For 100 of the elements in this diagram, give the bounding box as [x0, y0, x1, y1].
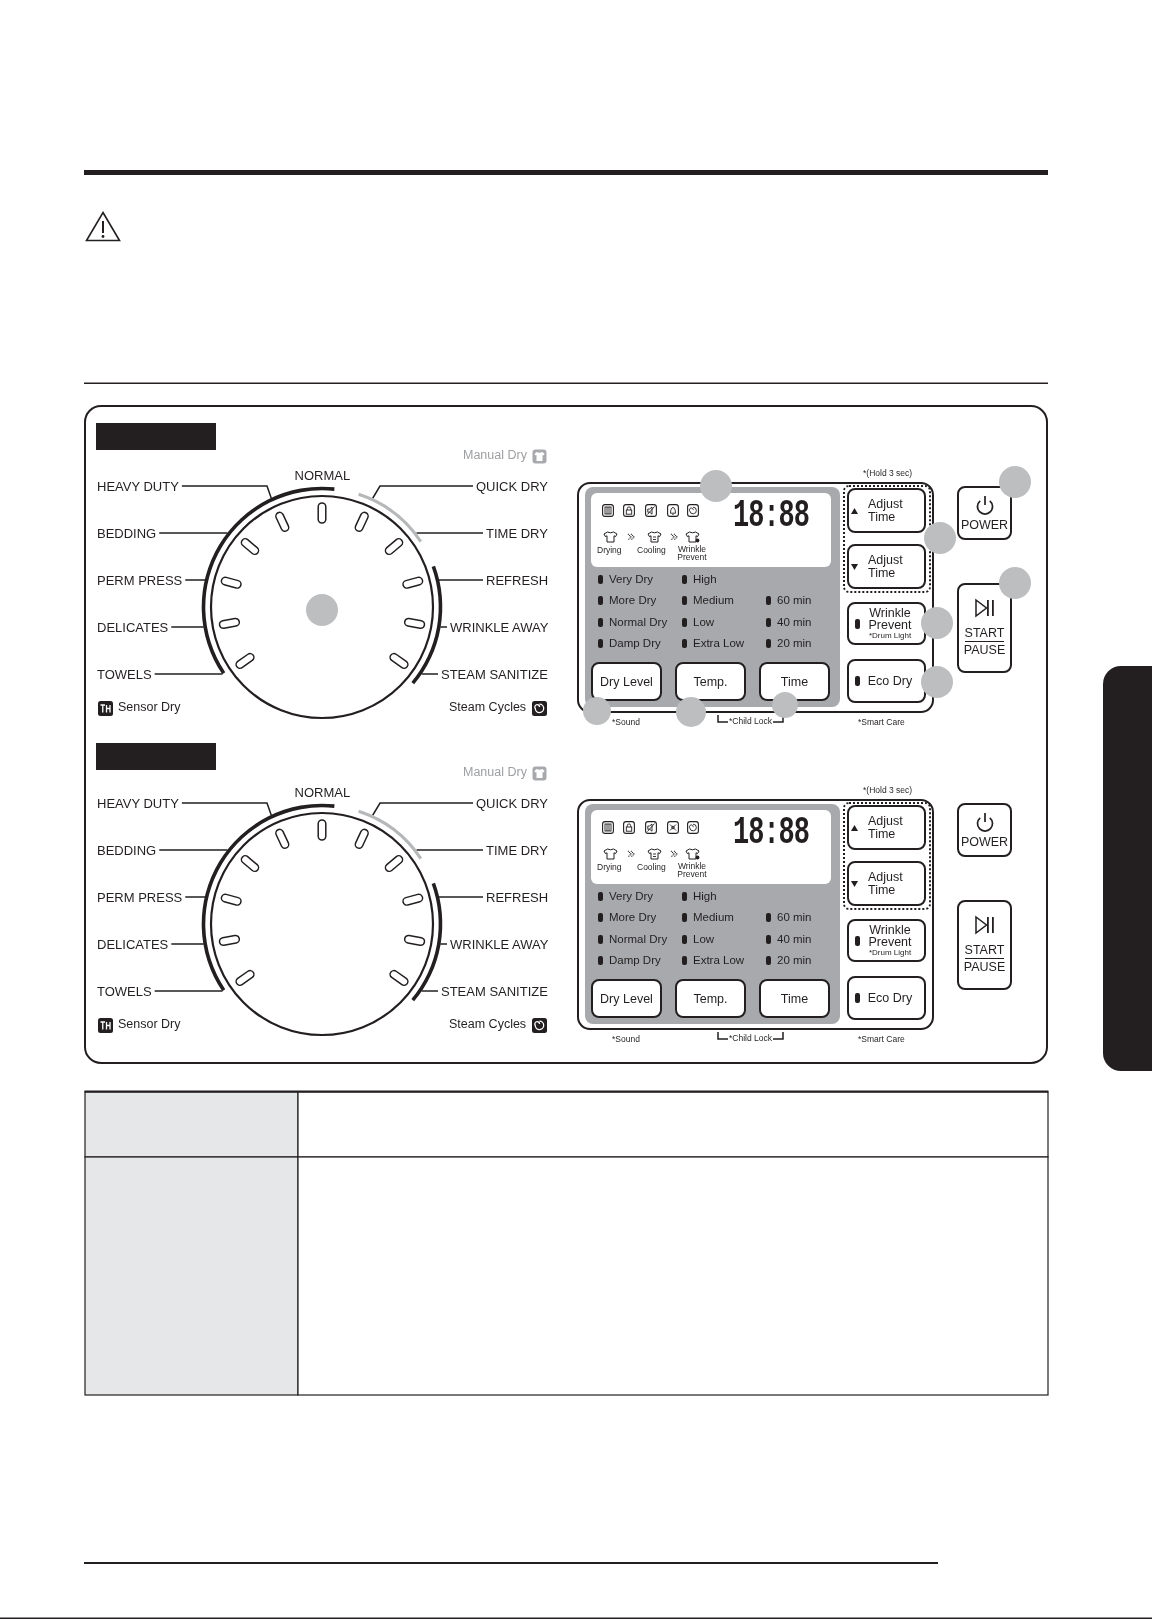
option-label: Medium	[693, 911, 734, 924]
footnote-label: *(Hold 3 sec)	[863, 785, 913, 795]
leader-line	[438, 579, 484, 581]
temperature-button: Temp.	[675, 662, 746, 701]
power-toggle-button: POWER	[957, 486, 1012, 540]
option-label: 40 min	[777, 932, 812, 946]
timer-button: Time	[759, 662, 830, 701]
indicator-panel	[585, 487, 840, 707]
option-button: Wrinkle Prevent *Drum Light	[847, 919, 926, 962]
option-label: Normal Dry	[609, 615, 668, 629]
status-label: Wrinkle Prevent	[676, 544, 708, 562]
program-label: WRINKLE AWAY	[447, 936, 552, 952]
time-up-button: Adjust Time	[847, 488, 926, 533]
timer-button: Time	[759, 979, 830, 1018]
program-label: TIME DRY	[483, 525, 551, 541]
program-label: TIME DRY	[483, 842, 551, 858]
leader-line	[184, 579, 206, 581]
program-label: TOWELS	[94, 983, 155, 999]
leader-line	[439, 626, 448, 628]
program-label: REFRESH	[483, 889, 552, 905]
display-screen	[591, 493, 831, 567]
program-label: NORMAL	[294, 785, 351, 801]
leader-line	[181, 802, 273, 816]
option-label: More Dry	[609, 594, 657, 607]
status-label: Cooling	[637, 546, 666, 555]
leader-line	[153, 673, 224, 675]
option-label: 60 min	[777, 594, 812, 607]
program-label: DELICATES	[94, 619, 172, 635]
option-label: 40 min	[777, 615, 812, 629]
option-label: High	[693, 572, 717, 586]
program-label: REFRESH	[483, 572, 552, 588]
power-toggle-button: POWER	[957, 803, 1012, 857]
mode-label: Manual Dry	[463, 765, 527, 781]
program-label: DELICATES	[94, 936, 172, 952]
program-label: BEDDING	[94, 842, 160, 858]
status-label: Drying	[597, 546, 622, 555]
mode-label: Sensor Dry	[118, 700, 181, 716]
time-down-button: Adjust Time	[847, 544, 926, 589]
indicator-panel	[585, 804, 840, 1024]
option-label: 60 min	[777, 911, 812, 924]
leader-line	[184, 896, 206, 898]
temperature-button: Temp.	[675, 979, 746, 1018]
status-label: Cooling	[637, 863, 666, 872]
leader-line	[420, 673, 439, 675]
footnote-label: *Smart Care	[858, 1034, 905, 1044]
mode-label: Steam Cycles	[449, 1017, 527, 1033]
display-digits: 18:88	[733, 500, 809, 532]
option-label: 20 min	[777, 954, 812, 967]
leader-line	[371, 485, 474, 499]
option-label: Medium	[693, 594, 734, 607]
display-digits: 18:88	[733, 817, 809, 849]
option-label: Low	[693, 615, 715, 629]
option-label: Damp Dry	[609, 637, 661, 650]
program-label: PERM PRESS	[94, 572, 186, 588]
option-label: More Dry	[609, 911, 657, 924]
leader-line	[415, 849, 484, 851]
side-tab	[1103, 666, 1152, 1071]
program-label: WRINKLE AWAY	[447, 619, 552, 635]
option-label: Extra Low	[693, 954, 745, 967]
level-select-button: Dry Level	[591, 662, 662, 701]
option-button: Wrinkle Prevent *Drum Light	[847, 602, 926, 645]
program-label: QUICK DRY	[473, 795, 551, 811]
leader-line	[181, 485, 273, 499]
program-label: QUICK DRY	[473, 478, 551, 494]
program-label: TOWELS	[94, 666, 155, 682]
footnote-label: *Child Lock	[729, 1033, 772, 1045]
mode-label: Steam Cycles	[449, 700, 527, 716]
option-label: 20 min	[777, 637, 812, 650]
status-label: Drying	[597, 863, 622, 872]
program-label: PERM PRESS	[94, 889, 186, 905]
option-button: Eco Dry	[847, 659, 926, 703]
program-label: STEAM SANITIZE	[438, 983, 551, 999]
option-label: Damp Dry	[609, 954, 661, 967]
leader-line	[170, 626, 205, 628]
footnote-label: *(Hold 3 sec)	[863, 468, 913, 478]
footnote-label: *Smart Care	[858, 717, 905, 727]
time-down-button: Adjust Time	[847, 861, 926, 906]
display-screen	[591, 810, 831, 884]
leader-line	[415, 532, 484, 534]
program-label: HEAVY DUTY	[94, 478, 182, 494]
program-label: NORMAL	[294, 468, 351, 484]
mode-label: Sensor Dry	[118, 1017, 181, 1033]
leader-line	[170, 943, 205, 945]
leader-line	[158, 532, 229, 534]
heading-bar	[96, 743, 216, 770]
play-pause-button: START PAUSE	[957, 900, 1012, 990]
leader-line	[438, 896, 484, 898]
program-label: BEDDING	[94, 525, 160, 541]
program-label: HEAVY DUTY	[94, 795, 182, 811]
footnote-label: *Sound	[612, 1034, 640, 1044]
level-select-button: Dry Level	[591, 979, 662, 1018]
option-label: Very Dry	[609, 889, 654, 903]
footnote-label: *Sound	[612, 717, 640, 727]
play-pause-button: START PAUSE	[957, 583, 1012, 673]
leader-line	[439, 943, 448, 945]
time-up-button: Adjust Time	[847, 805, 926, 850]
leader-line	[420, 990, 439, 992]
mode-label: Manual Dry	[463, 448, 527, 464]
option-label: Normal Dry	[609, 932, 668, 946]
leader-line	[153, 990, 224, 992]
